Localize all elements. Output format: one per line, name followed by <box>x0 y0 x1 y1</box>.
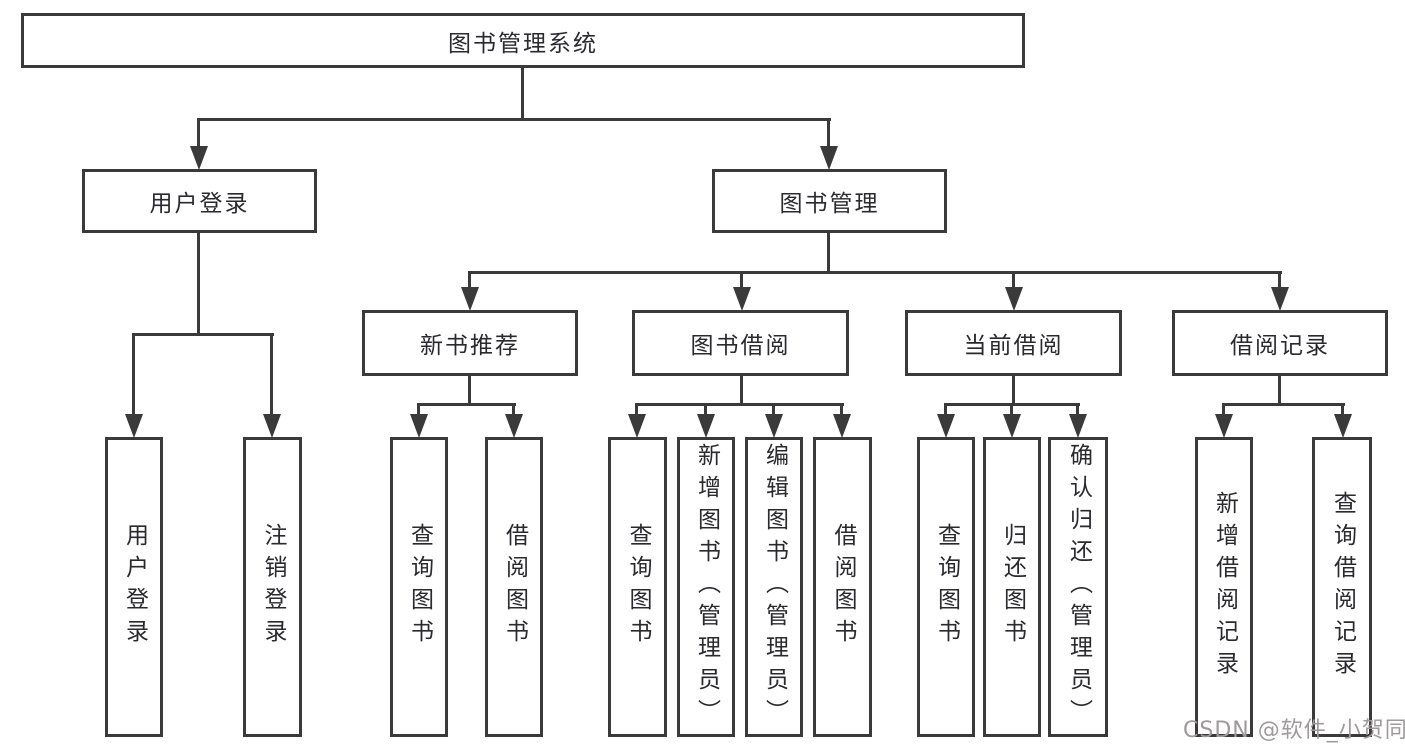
node-label: 用户登录 <box>149 191 250 217</box>
connector-newbook-hline <box>417 403 516 406</box>
arrow-down-icon <box>765 414 783 438</box>
leaf-query-borrow-record: 查询借阅记录 <box>1312 437 1372 737</box>
arrow-down-icon <box>833 414 851 438</box>
leaf-add-borrow-record: 新增借阅记录 <box>1195 437 1253 737</box>
leaf-label: 注销登录 <box>260 523 286 651</box>
connector-stem <box>270 333 273 415</box>
leaf-label: 查询图书 <box>933 523 960 651</box>
arrow-down-icon <box>263 414 281 438</box>
connector-bookborrow-vline <box>740 375 743 406</box>
connector-userlogin-vline <box>197 232 200 336</box>
leaf-edit-books-admin: 编辑图书（管理员） <box>745 437 803 737</box>
connector-stem <box>132 333 135 415</box>
connector-bookborrow-hline <box>635 403 844 406</box>
arrow-down-icon <box>1215 414 1233 438</box>
leaf-query-books-current: 查询图书 <box>917 437 975 737</box>
connector-newbook-vline <box>468 375 471 406</box>
leaf-label: 归还图书 <box>999 523 1026 651</box>
arrow-down-icon <box>1069 414 1087 438</box>
node-label: 图书管理系统 <box>448 30 598 57</box>
node-label: 当前借阅 <box>963 333 1064 359</box>
arrow-down-icon <box>505 414 523 438</box>
leaf-return-books: 归还图书 <box>983 437 1041 737</box>
connector-stem <box>1012 271 1015 289</box>
arrow-down-icon <box>1334 414 1352 438</box>
leaf-borrow-books-borrow: 借阅图书 <box>813 437 872 737</box>
arrow-down-icon <box>628 414 646 438</box>
leaf-label: 新增借阅记录 <box>1211 491 1238 683</box>
arrow-down-icon <box>820 146 838 170</box>
connector-stem <box>1076 403 1079 416</box>
arrow-down-icon <box>410 414 428 438</box>
leaf-label: 确认归还（管理员） <box>1065 443 1092 731</box>
connector-stem <box>827 118 830 148</box>
leaf-confirm-return-admin: 确认归还（管理员） <box>1048 437 1108 737</box>
connector-userlogin-hline <box>132 333 274 336</box>
connector-stem <box>417 403 420 416</box>
connector-stem <box>704 403 707 416</box>
node-current-borrow: 当前借阅 <box>905 310 1122 376</box>
arrow-down-icon <box>937 414 955 438</box>
leaf-logout: 注销登录 <box>243 437 302 737</box>
arrow-down-icon <box>125 414 143 438</box>
connector-root-vline <box>521 67 524 120</box>
connector-stem <box>944 403 947 416</box>
connector-bookmgmt-vline <box>827 232 830 274</box>
node-borrow-records: 借阅记录 <box>1172 310 1388 376</box>
leaf-query-books-newbook: 查询图书 <box>390 437 448 737</box>
leaf-query-books-borrow: 查询图书 <box>608 437 667 737</box>
leaf-label: 借阅图书 <box>501 523 528 651</box>
node-new-book-recommend: 新书推荐 <box>362 310 578 376</box>
connector-borrowrecord-hline <box>1222 403 1345 406</box>
connector-root-hline <box>197 118 831 121</box>
node-book-management: 图书管理 <box>712 169 947 233</box>
leaf-label: 查询图书 <box>625 523 651 651</box>
connector-stem <box>512 403 515 416</box>
connector-stem <box>1341 403 1344 416</box>
connector-stem <box>197 118 200 148</box>
leaf-borrow-books-newbook: 借阅图书 <box>485 437 543 737</box>
node-user-login: 用户登录 <box>82 169 317 233</box>
watermark: CSDN @软件_小贺同学 <box>1183 718 1405 743</box>
connector-currentborrow-vline <box>1012 375 1015 406</box>
leaf-label: 编辑图书（管理员） <box>761 443 788 731</box>
leaf-label: 新增图书（管理员） <box>693 443 720 731</box>
node-book-borrow: 图书借阅 <box>632 310 849 376</box>
leaf-label: 借阅图书 <box>830 523 856 651</box>
arrow-down-icon <box>1271 287 1289 311</box>
node-root: 图书管理系统 <box>21 13 1025 68</box>
connector-bookmgmt-hline <box>468 271 1282 274</box>
leaf-label: 用户登录 <box>121 523 148 651</box>
arrow-down-icon <box>461 287 479 311</box>
connector-stem <box>468 271 471 289</box>
connector-stem <box>740 271 743 289</box>
node-label: 图书借阅 <box>690 333 791 359</box>
leaf-label: 查询图书 <box>406 523 433 651</box>
node-label: 图书管理 <box>779 191 880 217</box>
connector-stem <box>840 403 843 416</box>
leaf-label: 查询借阅记录 <box>1329 491 1356 683</box>
connector-stem <box>1222 403 1225 416</box>
node-label: 新书推荐 <box>420 333 520 359</box>
leaf-user-login: 用户登录 <box>105 437 163 737</box>
connector-stem <box>635 403 638 416</box>
arrow-down-icon <box>697 414 715 438</box>
arrow-down-icon <box>1003 414 1021 438</box>
connector-borrowrecord-vline <box>1278 375 1281 406</box>
node-label: 借阅记录 <box>1230 333 1330 359</box>
arrow-down-icon <box>1005 287 1023 311</box>
connector-stem <box>1278 271 1281 289</box>
leaf-add-books-admin: 新增图书（管理员） <box>677 437 735 737</box>
arrow-down-icon <box>733 287 751 311</box>
connector-stem <box>772 403 775 416</box>
arrow-down-icon <box>190 146 208 170</box>
connector-stem <box>1010 403 1013 416</box>
